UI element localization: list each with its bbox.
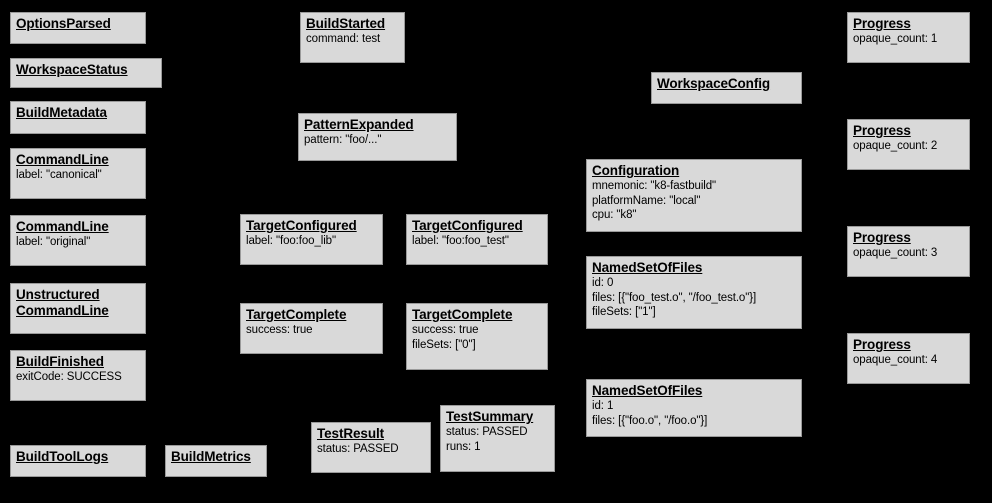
node-property-line: pattern: "foo/..." <box>304 134 382 146</box>
node-property-line: mnemonic: "k8-fastbuild" <box>592 180 717 192</box>
node-target-configured-foo-test[interactable]: TargetConfigured label: "foo:foo_test" <box>406 214 548 265</box>
node-properties: label: "foo:foo_lib" <box>246 234 377 249</box>
node-target-configured-foo-lib[interactable]: TargetConfigured label: "foo:foo_lib" <box>240 214 383 265</box>
node-workspace-status[interactable]: WorkspaceStatus <box>10 58 162 88</box>
node-properties: opaque_count: 3 <box>853 246 964 261</box>
node-property-line: status: PASSED <box>446 426 528 438</box>
node-title: WorkspaceStatus <box>16 62 128 77</box>
node-title: OptionsParsed <box>16 16 111 31</box>
node-properties: id: 0 files: [{"foo_test.o", "/foo_test.o… <box>592 276 796 320</box>
node-unstructured-command-line[interactable]: Unstructured CommandLine <box>10 283 146 334</box>
node-title: NamedSetOfFiles <box>592 383 703 398</box>
node-properties: label: "foo:foo_test" <box>412 234 542 249</box>
node-command-line-canonical[interactable]: CommandLine label: "canonical" <box>10 148 146 199</box>
node-properties: success: true fileSets: ["0"] <box>412 323 542 352</box>
node-title: TargetConfigured <box>246 218 357 233</box>
node-property-line: opaque_count: 3 <box>853 247 938 259</box>
node-title: BuildToolLogs <box>16 449 109 464</box>
node-property-line: success: true <box>246 324 313 336</box>
node-title: Progress <box>853 230 911 245</box>
node-configuration[interactable]: Configuration mnemonic: "k8-fastbuild" pla… <box>586 159 802 232</box>
node-property-line: opaque_count: 4 <box>853 354 938 366</box>
node-title: TargetConfigured <box>412 218 523 233</box>
node-progress-4[interactable]: Progress opaque_count: 4 <box>847 333 970 384</box>
node-test-summary[interactable]: TestSummary status: PASSED runs: 1 <box>440 405 555 472</box>
node-build-tool-logs[interactable]: BuildToolLogs <box>10 445 146 477</box>
node-property-line: opaque_count: 1 <box>853 33 938 45</box>
node-properties: opaque_count: 1 <box>853 32 964 47</box>
node-properties: label: "original" <box>16 235 140 250</box>
node-title: BuildFinished <box>16 354 104 369</box>
node-title: PatternExpanded <box>304 117 414 132</box>
node-property-line: id: 0 <box>592 277 614 289</box>
node-title: Progress <box>853 337 911 352</box>
node-property-line: opaque_count: 2 <box>853 140 938 152</box>
node-title: TestResult <box>317 426 385 441</box>
node-target-complete-lib[interactable]: TargetComplete success: true <box>240 303 383 354</box>
node-property-line: label: "foo:foo_test" <box>412 235 509 247</box>
node-build-started[interactable]: BuildStarted command: test <box>300 12 405 63</box>
node-progress-3[interactable]: Progress opaque_count: 3 <box>847 226 970 277</box>
node-property-line: label: "original" <box>16 236 91 248</box>
node-properties: mnemonic: "k8-fastbuild" platformName: "l… <box>592 179 796 223</box>
node-property-line: status: PASSED <box>317 443 399 455</box>
node-property-line: success: true <box>412 324 479 336</box>
node-property-line: cpu: "k8" <box>592 209 637 221</box>
node-properties: label: "canonical" <box>16 168 140 183</box>
node-properties: command: test <box>306 32 399 47</box>
node-properties: id: 1 files: [{"foo.o", "/foo.o"}] <box>592 399 796 428</box>
node-title: BuildStarted <box>306 16 386 31</box>
node-property-line: runs: 1 <box>446 440 481 453</box>
node-property-line: exitCode: SUCCESS <box>16 371 122 383</box>
node-target-complete-test[interactable]: TargetComplete success: true fileSets: ["0… <box>406 303 548 370</box>
node-title: Progress <box>853 16 911 31</box>
node-title: WorkspaceConfig <box>657 76 771 91</box>
node-test-result[interactable]: TestResult status: PASSED <box>311 422 431 473</box>
node-command-line-original[interactable]: CommandLine label: "original" <box>10 215 146 266</box>
node-properties: opaque_count: 4 <box>853 353 964 368</box>
node-title: Unstructured CommandLine <box>16 287 109 318</box>
node-named-set-of-files-1[interactable]: NamedSetOfFiles id: 1 files: [{"foo.o", "/… <box>586 379 802 437</box>
node-progress-2[interactable]: Progress opaque_count: 2 <box>847 119 970 170</box>
node-title: TargetComplete <box>246 307 347 322</box>
node-progress-1[interactable]: Progress opaque_count: 1 <box>847 12 970 63</box>
node-title: NamedSetOfFiles <box>592 260 703 275</box>
node-property-line: label: "canonical" <box>16 169 102 181</box>
node-build-metadata[interactable]: BuildMetadata <box>10 101 146 134</box>
node-property-line: command: test <box>306 33 381 45</box>
node-properties: status: PASSED <box>317 442 425 457</box>
node-workspace-config[interactable]: WorkspaceConfig <box>651 72 802 104</box>
node-title: BuildMetadata <box>16 105 107 120</box>
node-title: TestSummary <box>446 409 534 424</box>
node-properties: exitCode: SUCCESS <box>16 370 140 385</box>
node-title: CommandLine <box>16 219 109 234</box>
node-property-line: label: "foo:foo_lib" <box>246 235 336 247</box>
node-property-line: files: [{"foo.o", "/foo.o"}] <box>592 414 708 427</box>
node-build-metrics[interactable]: BuildMetrics <box>165 445 267 477</box>
node-title: CommandLine <box>16 152 109 167</box>
node-property-line: id: 1 <box>592 400 614 412</box>
node-named-set-of-files-0[interactable]: NamedSetOfFiles id: 0 files: [{"foo_test.o… <box>586 256 802 329</box>
node-property-line: files: [{"foo_test.o", "/foo_test.o"}] <box>592 291 757 304</box>
node-title: BuildMetrics <box>171 449 251 464</box>
node-title: TargetComplete <box>412 307 513 322</box>
node-build-finished[interactable]: BuildFinished exitCode: SUCCESS <box>10 350 146 401</box>
node-properties: pattern: "foo/..." <box>304 133 451 148</box>
node-properties: success: true <box>246 323 377 338</box>
node-title: Progress <box>853 123 911 138</box>
node-properties: opaque_count: 2 <box>853 139 964 154</box>
node-title: Configuration <box>592 163 680 178</box>
node-property-line: platformName: "local" <box>592 194 701 207</box>
node-property-line: fileSets: ["1"] <box>592 306 656 318</box>
node-pattern-expanded[interactable]: PatternExpanded pattern: "foo/..." <box>298 113 457 161</box>
node-property-line: fileSets: ["0"] <box>412 338 476 351</box>
node-options-parsed[interactable]: OptionsParsed <box>10 12 146 44</box>
node-properties: status: PASSED runs: 1 <box>446 425 549 454</box>
